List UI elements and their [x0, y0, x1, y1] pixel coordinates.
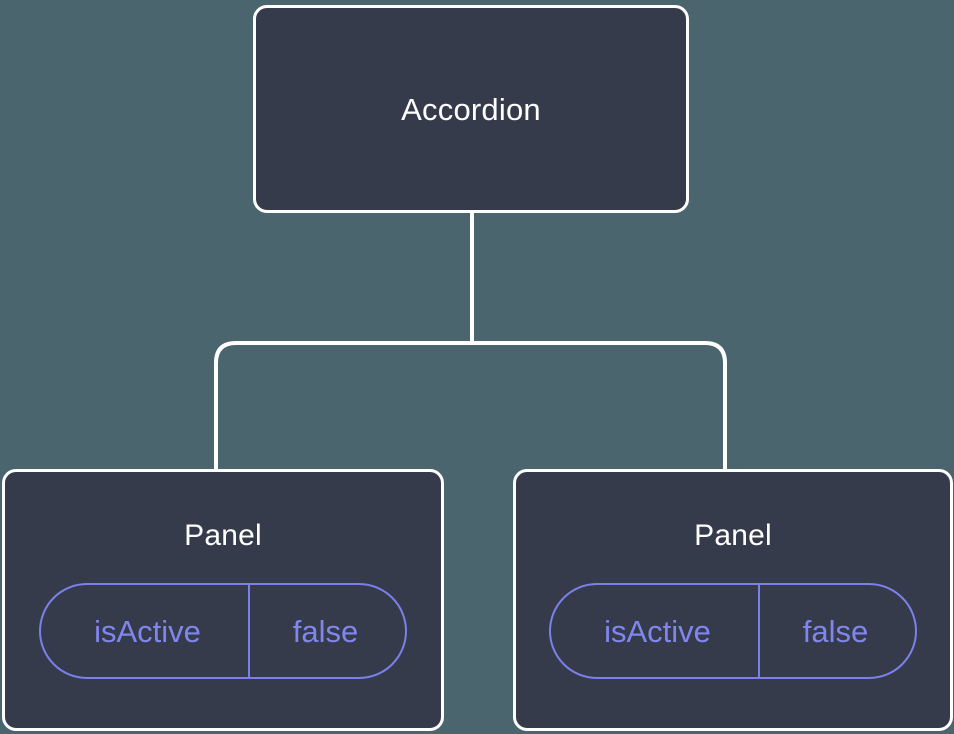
- edge-branch-bar: [214, 341, 727, 469]
- node-panel-2-label: Panel: [694, 519, 772, 552]
- state-pill-panel-2-value: false: [802, 613, 869, 649]
- node-panel-1[interactable]: Panel isActive false: [2, 469, 444, 731]
- node-accordion-label: Accordion: [401, 91, 541, 127]
- state-pill-panel-2[interactable]: isActive false: [549, 583, 917, 679]
- state-pill-panel-1[interactable]: isActive false: [39, 583, 407, 679]
- state-pill-panel-2-key: isActive: [551, 585, 760, 677]
- state-pill-panel-1-value: false: [292, 613, 359, 649]
- node-accordion[interactable]: Accordion: [253, 5, 689, 213]
- node-panel-1-label: Panel: [184, 519, 262, 552]
- state-pill-panel-1-key: isActive: [41, 585, 250, 677]
- node-panel-2[interactable]: Panel isActive false: [513, 469, 953, 731]
